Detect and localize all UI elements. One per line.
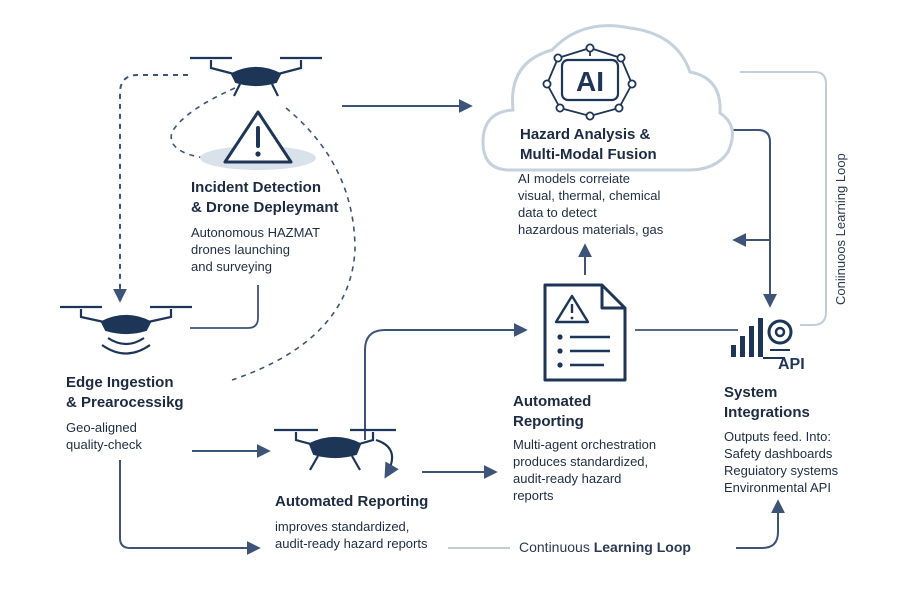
warning-triangle-icon bbox=[223, 110, 293, 164]
system-title-line-2: Integrations bbox=[724, 404, 810, 421]
loop-label-prefix: Continuous bbox=[519, 539, 594, 555]
connectors bbox=[113, 71, 827, 555]
edge-desc-line-2: quality-check bbox=[66, 437, 142, 452]
incident-title-line-1: Incident Detection bbox=[191, 179, 322, 196]
arrow-to-document bbox=[364, 323, 528, 440]
hazard-desc-line-1: AI models correiate bbox=[518, 171, 630, 186]
reporting-center-desc-line-4: reports bbox=[513, 488, 554, 503]
edge-description: Geo-aligned quality-check bbox=[66, 419, 142, 453]
incident-desc-line-2: drones launching bbox=[191, 242, 291, 257]
drone-icon-center bbox=[274, 428, 399, 479]
dashed-curve-to-edge bbox=[231, 107, 356, 381]
reporting-center-title: Automated Reporting bbox=[513, 392, 591, 432]
hazard-title-line-2: Multi-Modal Fusion bbox=[520, 146, 657, 163]
reporting-center-desc-line-2: produces standardized, bbox=[513, 454, 649, 469]
hazard-description: AI models correiate visual, thermal, che… bbox=[518, 170, 663, 238]
edge-title-line-2: & Prearocessikg bbox=[66, 394, 184, 411]
system-title: System Integrations bbox=[724, 383, 810, 423]
edge-desc-line-1: Geo-aligned bbox=[66, 420, 137, 435]
reporting-bottom-title: Automated Reporting bbox=[275, 493, 429, 510]
system-desc-line-1: Outputs feed. Into: bbox=[724, 429, 831, 444]
dashed-connector-drone-to-edge bbox=[113, 74, 188, 303]
hazard-desc-line-3: data to detect bbox=[518, 205, 597, 220]
system-description: Outputs feed. Into: Safety dashboards Re… bbox=[724, 428, 838, 496]
reporting-center-title-line-1: Automated bbox=[513, 393, 592, 410]
cloud-shape bbox=[481, 24, 734, 172]
ai-network-icon bbox=[542, 43, 637, 121]
continuous-learning-loop-label: Continuous Learning Loop bbox=[519, 539, 691, 555]
hazard-title: Hazard Analysis & Multi-Modal Fusion bbox=[520, 125, 657, 165]
reporting-center-desc-line-1: Multi-agent orchestration bbox=[513, 437, 657, 452]
reporting-bottom-desc-line-2: audit-ready hazard reports bbox=[275, 536, 428, 551]
document-icon bbox=[543, 283, 627, 382]
system-desc-line-3: Reguiatory systems bbox=[724, 463, 839, 478]
hazard-title-line-1: Hazard Analysis & bbox=[520, 126, 651, 143]
system-title-line-1: System bbox=[724, 384, 778, 401]
arrow-cloud-to-api bbox=[712, 129, 777, 308]
drone-icon-left bbox=[60, 305, 192, 355]
drone-icon-top bbox=[190, 56, 322, 97]
incident-title-line-2: & Drone Depleymant bbox=[191, 199, 339, 216]
hazard-desc-line-4: hazardous materials, gas bbox=[518, 222, 664, 237]
system-desc-line-2: Safety dashboards bbox=[724, 446, 833, 461]
api-icon-label: API bbox=[778, 356, 805, 373]
incident-desc-line-1: Autonomous HAZMAT bbox=[191, 225, 321, 240]
system-desc-line-4: Environmental API bbox=[724, 480, 831, 495]
arrow-bottom-to-reporting-bottom bbox=[119, 460, 261, 555]
incident-title: Incident Detection & Drone Depleymant bbox=[191, 178, 339, 218]
reporting-center-desc-line-3: audit-ready hazard bbox=[513, 471, 622, 486]
reporting-bottom-desc-line-1: improves standardized, bbox=[275, 519, 410, 534]
loop-label-bold: Learning Loop bbox=[593, 539, 691, 555]
incident-description: Autonomous HAZMAT drones launching and s… bbox=[191, 224, 320, 275]
api-bars-gear-icon bbox=[731, 318, 793, 359]
reporting-center-title-line-2: Reporting bbox=[513, 413, 584, 430]
edge-title: Edge Ingestion & Prearocessikg bbox=[66, 373, 184, 413]
ai-icon-label: AI bbox=[576, 66, 604, 97]
incident-desc-line-3: and surveying bbox=[191, 259, 272, 274]
connector-incident-to-edge bbox=[190, 285, 259, 329]
reporting-center-description: Multi-agent orchestration produces stand… bbox=[513, 436, 656, 504]
dashed-curve-drone-to-alert bbox=[170, 87, 236, 159]
loop-connector-right bbox=[740, 71, 827, 326]
loop-arrow-bottom bbox=[736, 499, 785, 549]
edge-title-line-1: Edge Ingestion bbox=[66, 374, 174, 391]
reporting-bottom-description: improves standardized, audit-ready hazar… bbox=[275, 518, 427, 552]
vertical-learning-loop-label: Coniinuoos Learning Loop bbox=[833, 153, 848, 305]
hazard-desc-line-2: visual, thermal, chemical bbox=[518, 188, 661, 203]
